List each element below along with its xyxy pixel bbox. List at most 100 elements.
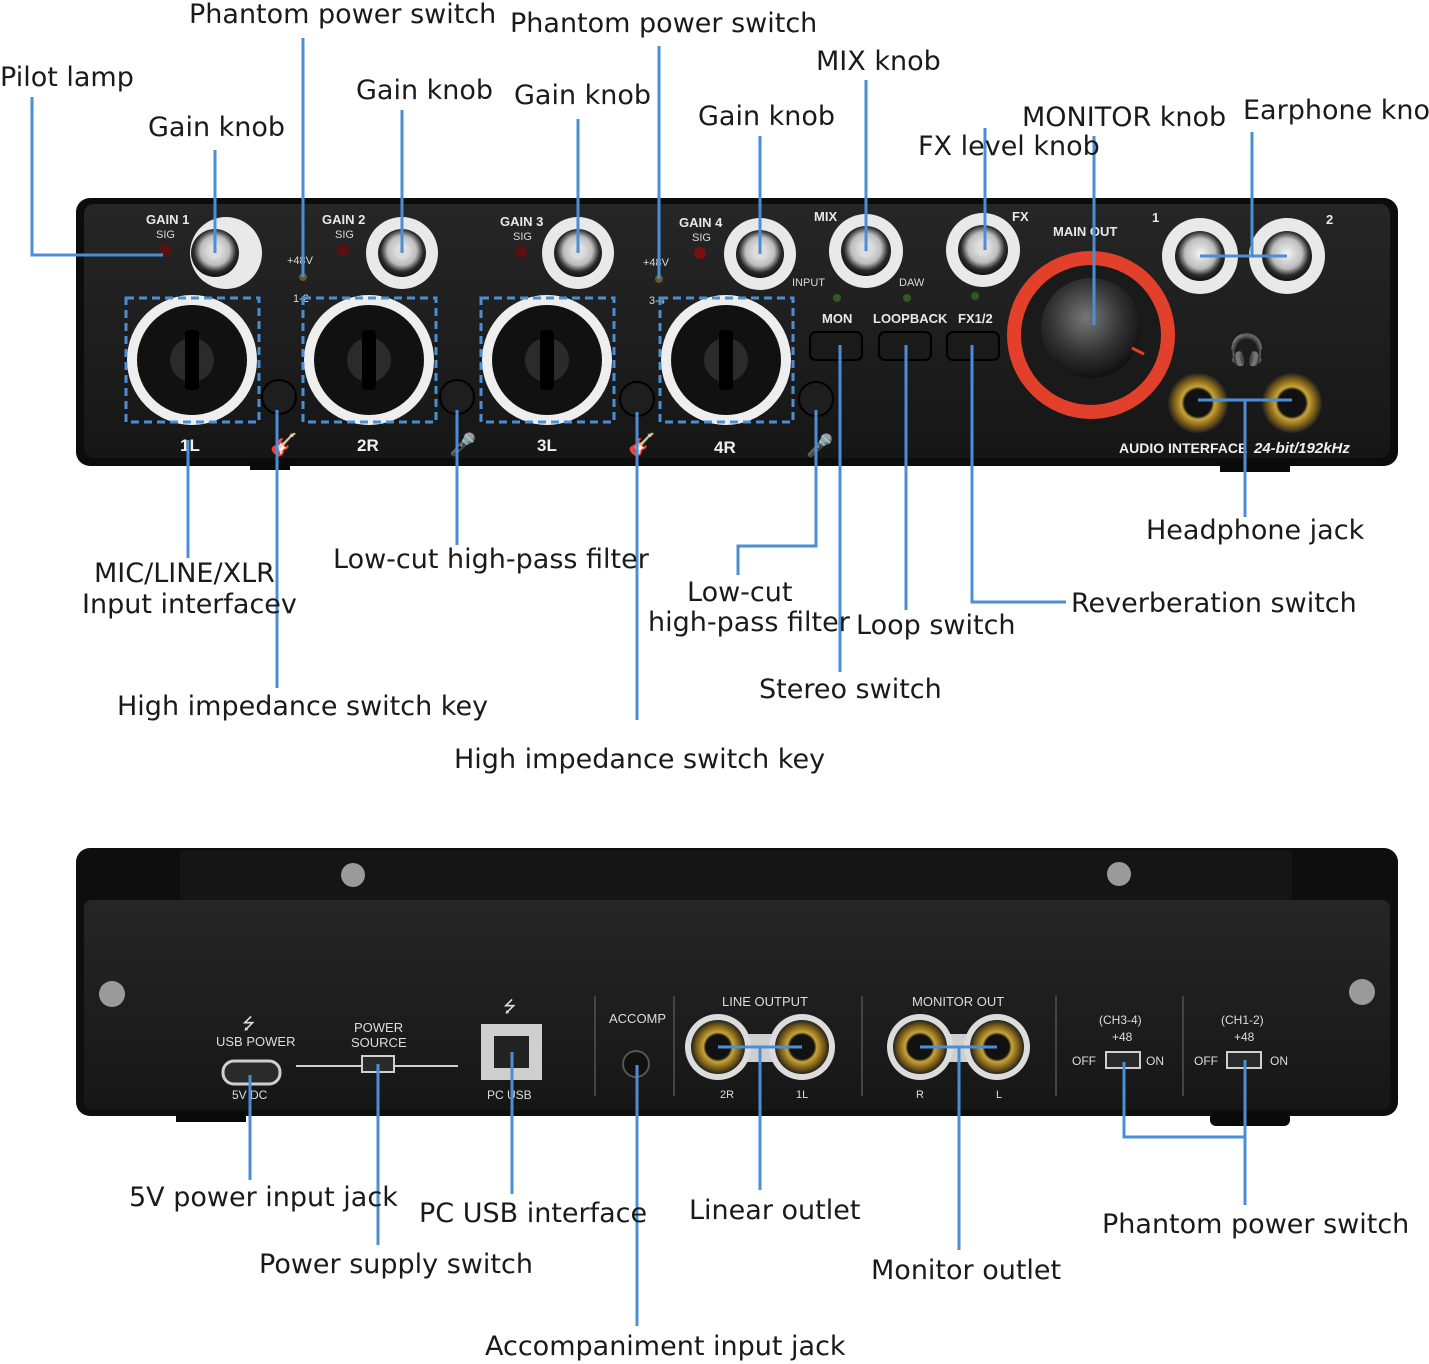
callout-pilot-lamp: Pilot lamp — [0, 62, 134, 93]
callout-gain-2: Gain knob — [356, 75, 493, 106]
sig-1-led — [159, 244, 171, 256]
channel-2-strip: GAIN 2 SIG 2R 🎤 — [301, 212, 476, 457]
brand-label: AUDIO INTERFACE — [1119, 440, 1247, 456]
callout-power-jack: 5V power input jack — [129, 1182, 398, 1213]
sig-3-led — [515, 246, 527, 258]
ph12-v-label: +48 — [1234, 1030, 1255, 1044]
callout-accomp-jack: Accompaniment input jack — [485, 1331, 846, 1362]
ph34-off-label: OFF — [1072, 1054, 1096, 1068]
callout-hiz-2: High impedance switch key — [454, 744, 825, 775]
callout-gain-3: Gain knob — [514, 80, 651, 111]
callout-gain-4: Gain knob — [698, 101, 835, 132]
callout-monitor-knob: MONITOR knob — [1022, 102, 1226, 133]
phantom-12-voltage: +48V — [287, 255, 314, 267]
mix-section: MIX INPUT DAW FX MON LOOPBACK FX1/2 — [792, 209, 1029, 361]
ph34-v-label: +48 — [1112, 1030, 1133, 1044]
ph12-ch-label: (CH1-2) — [1221, 1013, 1264, 1027]
callout-gain-1: Gain knob — [148, 112, 285, 143]
guitar-icon-2: 🎸 — [628, 432, 655, 458]
callout-phantom-bottom: Phantom power switch — [1102, 1209, 1409, 1240]
loopback-label: LOOPBACK — [873, 311, 948, 326]
sig-4-led — [694, 247, 706, 259]
leader-lines — [30, 38, 1292, 1326]
mic-icon-1: 🎤 — [449, 431, 476, 457]
callout-fx-level: FX level knob — [918, 131, 1100, 162]
callout-lowcut-2a: Low-cut — [687, 577, 792, 608]
main-out-label: MAIN OUT — [1053, 224, 1117, 239]
sig-3-label: SIG — [513, 231, 532, 243]
fx-label: FX — [1012, 209, 1029, 224]
line-2r-label: 2R — [720, 1089, 734, 1101]
gain-3-label: GAIN 3 — [500, 214, 543, 229]
power-source-label-2: SOURCE — [351, 1035, 407, 1050]
callout-pc-usb: PC USB interface — [419, 1198, 647, 1229]
fx-led — [971, 292, 979, 300]
callout-mix-knob: MIX knob — [816, 46, 941, 77]
power-source-label-1: POWER — [354, 1020, 403, 1035]
pc-usb-label: PC USB — [487, 1088, 532, 1102]
mon-l-label: L — [996, 1089, 1002, 1101]
mix-daw-label: DAW — [899, 277, 925, 289]
screw-icon — [99, 981, 125, 1007]
hp-2-label: 2 — [1326, 212, 1333, 227]
ph34-ch-label: (CH3-4) — [1099, 1013, 1142, 1027]
phantom-12-pair: 1-2 — [293, 293, 309, 305]
callout-lowcut-2b: high-pass filter — [648, 607, 851, 638]
mic-icon-2: 🎤 — [806, 432, 833, 458]
main-out-section: MAIN OUT 1 2 🎧 AUDIO INTERFACE 24-bit/19… — [1007, 210, 1350, 457]
monitor-knob[interactable] — [1041, 278, 1141, 378]
line-output-label: LINE OUTPUT — [722, 994, 808, 1009]
screw-icon — [1349, 979, 1375, 1005]
mon-label: MON — [822, 311, 852, 326]
screw-icon — [341, 863, 365, 887]
hiz-button-1[interactable] — [261, 379, 297, 415]
spec-label: 24-bit/192kHz — [1253, 440, 1350, 457]
sig-1-label: SIG — [156, 229, 175, 241]
sig-2-label: SIG — [335, 229, 354, 241]
hp-1-label: 1 — [1152, 210, 1159, 225]
fx12-label: FX1/2 — [958, 311, 993, 326]
callout-headphone-jack: Headphone jack — [1146, 515, 1365, 546]
front-panel: GAIN 1 SIG 1L 🎸 +48V 1-2 GAIN 2 SIG — [76, 198, 1398, 472]
mix-input-label: INPUT — [792, 277, 825, 289]
accomp-label: ACCOMP — [609, 1011, 666, 1026]
callout-stereo-switch: Stereo switch — [759, 674, 942, 705]
callout-monitor-outlet: Monitor outlet — [871, 1255, 1061, 1286]
channel-1-label: 1L — [180, 436, 200, 455]
callout-phantom-top-2: Phantom power switch — [510, 8, 817, 39]
gain-4-label: GAIN 4 — [679, 215, 723, 230]
rear-panel: ⭍ USB POWER 5V DC POWER SOURCE ⭍ PC USB … — [76, 848, 1398, 1126]
callout-phantom-top-1: Phantom power switch — [189, 0, 496, 30]
headphone-icon: 🎧 — [1228, 332, 1265, 367]
usb-symbol-icon: ⭍ — [503, 998, 516, 1016]
callout-earphone-knob: Earphone knob — [1243, 95, 1429, 126]
phantom-34-voltage: +48V — [643, 257, 670, 269]
mon-button[interactable] — [809, 331, 863, 361]
gain-2-label: GAIN 2 — [322, 212, 365, 227]
usb-power-label: USB POWER — [216, 1034, 295, 1049]
mix-label: MIX — [814, 209, 837, 224]
gain-1-label: GAIN 1 — [146, 212, 189, 227]
lowcut-button-1[interactable] — [439, 379, 475, 415]
callout-reverb-switch: Reverberation switch — [1071, 588, 1357, 619]
mon-r-label: R — [916, 1089, 924, 1101]
mon-led — [833, 294, 841, 302]
channel-3-strip: GAIN 3 SIG 3L 🎸 — [479, 214, 655, 458]
usb-symbol-icon: ⭍ — [242, 1015, 255, 1033]
monitor-out-label: MONITOR OUT — [912, 994, 1004, 1009]
guitar-icon-1: 🎸 — [270, 432, 297, 458]
hiz-button-2[interactable] — [619, 381, 655, 417]
loopback-led — [903, 294, 911, 302]
headphone-jack-2[interactable] — [1262, 373, 1322, 433]
ph34-on-label: ON — [1146, 1054, 1164, 1068]
channel-2-label: 2R — [357, 436, 379, 455]
callout-hiz-1: High impedance switch key — [117, 691, 488, 722]
callout-linear-outlet: Linear outlet — [689, 1195, 860, 1226]
headphone-jack-1[interactable] — [1168, 373, 1228, 433]
callout-mic-line-2: Input interfacev — [82, 589, 297, 620]
callout-mic-line-1: MIC/LINE/XLR — [94, 558, 275, 589]
sig-2-led — [337, 244, 349, 256]
channel-3-label: 3L — [537, 436, 557, 455]
